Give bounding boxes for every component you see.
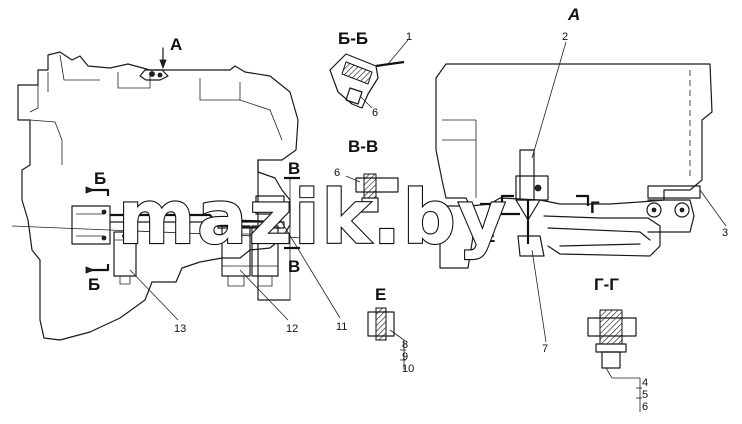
callout-6-gg: 6	[642, 401, 648, 413]
callout-11: 11	[336, 321, 347, 333]
watermark-text: mazik.by	[118, 175, 508, 261]
engine-side-view: А Б Б В В 13 12 11	[11, 35, 347, 341]
cut-b-label-top: Б	[94, 169, 106, 188]
section-bb-title: Б-Б	[338, 29, 368, 48]
callout-9: 9	[402, 351, 408, 363]
callout-6-bb: 6	[372, 107, 378, 119]
section-gg: Г-Г 4 5 6	[587, 275, 648, 413]
section-e: Е 8 9 10	[367, 285, 414, 375]
callout-6-vv: 6	[334, 167, 340, 179]
section-bb: Б-Б 1 6	[329, 29, 412, 119]
callout-7: 7	[542, 343, 548, 355]
view-a: А 2 3 7 Г Е	[435, 5, 728, 355]
view-a-title: А	[567, 5, 580, 24]
section-vv: В-В 6	[334, 137, 399, 213]
section-gg-title: Г-Г	[594, 275, 619, 294]
view-a-label: А	[170, 35, 182, 54]
section-e-title: Е	[375, 285, 386, 304]
callout-12: 12	[286, 323, 298, 335]
cut-v-label-top: В	[288, 159, 300, 178]
cut-e-label: Е	[484, 227, 495, 246]
callout-2: 2	[562, 31, 568, 43]
callout-3: 3	[722, 227, 728, 239]
cut-b-label-bottom: Б	[88, 275, 100, 294]
callout-5: 5	[642, 389, 648, 401]
callout-8: 8	[402, 339, 408, 351]
cut-v-label-bottom: В	[288, 257, 300, 276]
callout-13: 13	[174, 323, 186, 335]
callout-10: 10	[402, 363, 414, 375]
cut-g-label: Г	[590, 198, 600, 217]
callout-1: 1	[406, 31, 412, 43]
callout-4: 4	[642, 377, 648, 389]
section-vv-title: В-В	[348, 137, 378, 156]
